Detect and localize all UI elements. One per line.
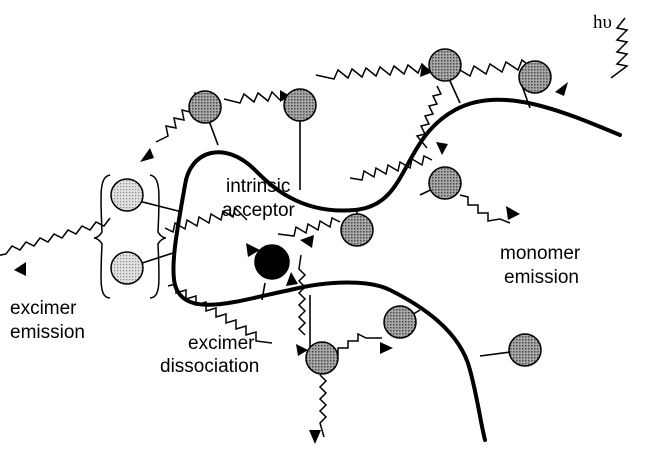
chromophore (283, 88, 317, 122)
chromophore (340, 213, 374, 247)
excimer-dissociation-label-line2: dissociation (160, 356, 260, 377)
side-chain-links (126, 69, 531, 357)
intrinsic-acceptor-label-line2: acceptor (222, 200, 295, 221)
excimer-chromophore (110, 251, 144, 285)
chromophore (518, 60, 552, 94)
intrinsic-acceptor-label-line1: intrinsic (226, 176, 291, 197)
excimer-emission-label-line2: emission (10, 322, 85, 343)
excimer-emission-arrow (0, 217, 111, 256)
photon-label: hυ (593, 12, 612, 33)
chromophore (305, 341, 339, 375)
chromophore (188, 90, 222, 124)
monomer-emission-arrow (459, 194, 511, 224)
chromophore (508, 333, 542, 367)
excimer-dissociation-label-line1: excimer (188, 333, 255, 354)
monomer-emission-label-line2: emission (504, 267, 579, 288)
chromophore (428, 166, 462, 200)
arrowheads (14, 64, 568, 444)
chromophores (110, 48, 552, 375)
photon-input-arrow (610, 17, 629, 79)
intrinsic-acceptor-dot (254, 244, 290, 280)
chromophore (383, 305, 417, 339)
energy-transfer-arrows (0, 17, 629, 438)
excimer-emission-label-line1: excimer (10, 298, 77, 319)
chromophore (428, 48, 462, 82)
polymer-chain (171, 97, 622, 442)
excimer-bracket (93, 174, 167, 299)
excimer-chromophore (110, 178, 144, 212)
monomer-emission-label-line1: monomer (500, 243, 581, 264)
